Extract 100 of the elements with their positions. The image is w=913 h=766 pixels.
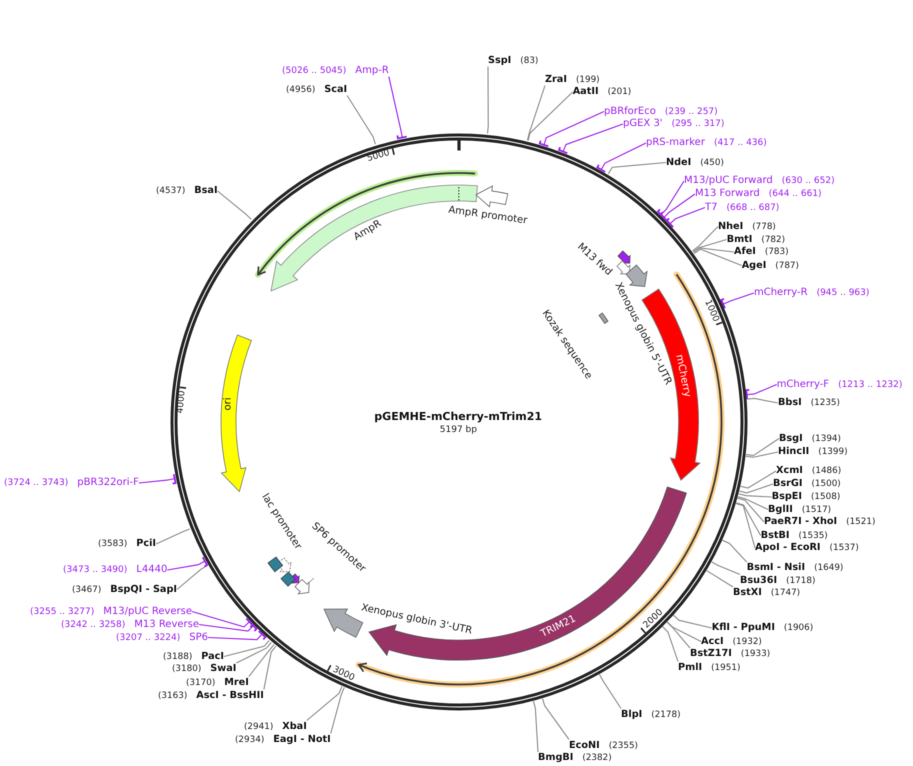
leader-line: [192, 610, 254, 628]
enzyme-name: BmtI: [726, 234, 752, 246]
enzyme-name: KflI - PpuMI: [712, 622, 775, 634]
enzyme-name: BstBI: [760, 530, 790, 542]
cut-site-position: (782): [761, 234, 786, 246]
primer-range: (3473 .. 3490): [63, 564, 128, 576]
enzyme-name: Bsu36I: [740, 574, 778, 586]
primer-name: mCherry-R: [754, 287, 808, 299]
primer-range: (3242 .. 3258): [61, 618, 126, 630]
leader-line: [486, 66, 489, 134]
leader-line: [746, 438, 780, 456]
cut-site-position: (4537): [156, 185, 186, 197]
cut-site-position: (1718): [786, 574, 816, 586]
leader-line: [542, 698, 570, 740]
leader-line: [692, 238, 727, 252]
cut-site-position: (1535): [798, 530, 828, 542]
cut-site-position: (2941): [244, 720, 274, 732]
primer-name: pBRforEco: [604, 106, 656, 118]
enzyme-name: ZraI: [545, 74, 567, 86]
primer-name: L4440: [136, 564, 168, 576]
feature-label: AmpR promoter: [448, 204, 528, 228]
primer-range: (239 .. 257): [664, 106, 718, 118]
leader-line: [596, 142, 646, 173]
leader-line: [598, 674, 622, 709]
leader-line: [666, 206, 706, 228]
cut-site-position: (199): [576, 74, 600, 86]
enzyme-name: SwaI: [210, 663, 236, 675]
leader-line: [306, 686, 342, 721]
leader-line: [738, 493, 772, 498]
cut-site-position: (1508): [811, 491, 840, 503]
cut-site-position: (2382): [582, 752, 612, 764]
cut-site-position: (1486): [812, 465, 842, 477]
primer-name: Amp-R: [355, 64, 389, 76]
leader-line: [167, 556, 208, 571]
enzyme-name: EcoNI: [569, 740, 600, 752]
cut-site-position: (1394): [812, 432, 841, 444]
cut-site-position: (778): [752, 220, 776, 232]
leader-line: [608, 162, 666, 174]
primer-name: pRS-marker: [646, 137, 705, 149]
plasmid-name: pGEMHE-mCherry-mTrim21: [374, 411, 542, 424]
cut-site-position: (2178): [651, 708, 681, 720]
feature-label: mCherry: [672, 354, 693, 399]
cut-site-position: (1932): [732, 636, 762, 648]
enzyme-name: BspQI - SapI: [110, 584, 178, 596]
enzyme-name: AfeI: [734, 246, 756, 258]
cut-site-position: (3163): [158, 690, 188, 702]
leader-line: [739, 483, 774, 494]
enzyme-name: BsrGI: [773, 478, 802, 490]
feature-label: Xenopus globin 3'-UTR: [360, 602, 473, 638]
cut-site-position: (1399): [818, 446, 848, 458]
primer-range: (630 .. 652): [782, 175, 835, 187]
cut-site-position: (1517): [802, 504, 832, 516]
enzyme-name: AgeI: [742, 260, 766, 272]
enzyme-name: AccI: [701, 636, 724, 648]
cut-site-position: (1649): [814, 562, 844, 574]
cut-site-position: (1521): [846, 516, 876, 528]
primer-range: (417 .. 436): [714, 137, 767, 149]
cut-site-position: (1933): [740, 648, 770, 660]
cut-site-position: (3583): [98, 538, 128, 550]
leader-line: [660, 194, 696, 222]
enzyme-name: BsaI: [194, 185, 218, 197]
enzyme-name: XbaI: [282, 720, 307, 732]
enzyme-name: BspEI: [772, 491, 802, 503]
leader-line: [738, 496, 768, 510]
leader-line: [224, 640, 270, 658]
leader-line: [138, 473, 176, 485]
primer-range: (644 .. 661): [768, 188, 822, 200]
leader-line: [532, 701, 539, 752]
enzyme-name: MreI: [224, 676, 249, 688]
cut-site-position: (3188): [163, 650, 192, 662]
cut-site-position: (787): [775, 260, 799, 272]
primer-name: M13 Reverse: [134, 618, 200, 630]
cut-site-position: (1235): [810, 397, 840, 409]
leader-line: [666, 622, 702, 642]
enzyme-name: NdeI: [666, 156, 692, 168]
primer-range: (5026 .. 5045): [282, 64, 346, 76]
leader-line: [692, 226, 718, 252]
primer-range: (668 .. 687): [726, 202, 780, 214]
leader-line: [156, 528, 190, 544]
enzyme-name: AscI - BssHII: [196, 690, 264, 702]
cut-site-position: (1906): [784, 622, 814, 634]
leader-line: [528, 92, 574, 141]
enzyme-name: SspI: [488, 54, 512, 66]
cut-site-position: (450): [700, 156, 724, 168]
enzyme-name: PaeR7I - XhoI: [764, 516, 838, 528]
leader-line: [747, 398, 778, 404]
cut-site-position: (3170): [186, 676, 216, 688]
leader-line: [217, 190, 252, 220]
leader-line: [736, 503, 756, 548]
enzyme-name: BsgI: [779, 432, 803, 444]
leader-line: [736, 502, 762, 536]
cut-site-position: (783): [764, 246, 789, 258]
cut-site-position: (1500): [811, 478, 841, 490]
enzyme-name: ScaI: [324, 84, 348, 96]
leader-line: [745, 384, 777, 400]
leader-line: [526, 85, 546, 140]
cut-site-position: (1537): [830, 542, 859, 554]
leader-line: [208, 630, 266, 640]
leader-line: [558, 123, 624, 154]
leader-line: [711, 561, 740, 575]
